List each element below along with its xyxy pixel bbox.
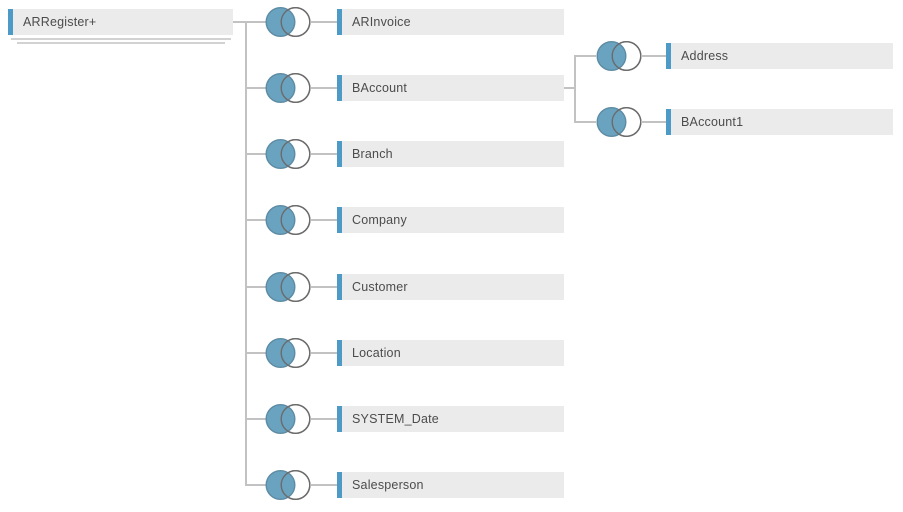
connector-line (641, 121, 667, 123)
connector-line (641, 55, 667, 57)
connector-line (245, 286, 266, 288)
connector-line (574, 55, 576, 123)
join-icon-system-date[interactable] (264, 403, 312, 435)
join-icon-baccount1[interactable] (595, 106, 643, 138)
table-node-label: Location (352, 346, 401, 360)
connector-line (245, 21, 247, 486)
connector-line (245, 153, 266, 155)
connector-line (311, 87, 338, 89)
join-icon-company[interactable] (264, 204, 312, 236)
connector-line (311, 418, 338, 420)
table-node-label: Customer (352, 280, 408, 294)
connector-line (245, 87, 266, 89)
table-node-label: Company (352, 213, 407, 227)
connector-line (564, 87, 576, 89)
connector-line (245, 219, 266, 221)
table-node-customer[interactable]: Customer (337, 274, 564, 300)
table-node-label: BAccount1 (681, 115, 744, 129)
table-node-system-date[interactable]: SYSTEM_Date (337, 406, 564, 432)
join-icon-location[interactable] (264, 337, 312, 369)
connector-line (574, 121, 596, 123)
table-node-label: BAccount (352, 81, 408, 95)
table-node-label: Salesperson (352, 478, 424, 492)
connector-line (233, 21, 266, 23)
table-node-label: ARInvoice (352, 15, 411, 29)
connector-line (574, 55, 596, 57)
join-icon-salesperson[interactable] (264, 469, 312, 501)
connector-line (245, 484, 266, 486)
table-node-baccount[interactable]: BAccount (337, 75, 564, 101)
table-node-label: Address (681, 49, 729, 63)
stacked-sheets-indicator (11, 38, 231, 40)
connector-line (311, 153, 338, 155)
stacked-sheets-indicator (17, 42, 225, 44)
join-icon-baccount[interactable] (264, 72, 312, 104)
connector-line (311, 21, 338, 23)
table-node-label: Branch (352, 147, 393, 161)
table-node-label: ARRegister+ (23, 15, 97, 29)
table-node-company[interactable]: Company (337, 207, 564, 233)
connector-line (311, 286, 338, 288)
table-node-arinvoice[interactable]: ARInvoice (337, 9, 564, 35)
join-icon-arinvoice[interactable] (264, 6, 312, 38)
connector-line (311, 352, 338, 354)
table-node-address[interactable]: Address (666, 43, 893, 69)
connector-line (245, 418, 266, 420)
join-icon-address[interactable] (595, 40, 643, 72)
table-node-baccount1[interactable]: BAccount1 (666, 109, 893, 135)
join-icon-customer[interactable] (264, 271, 312, 303)
table-node-location[interactable]: Location (337, 340, 564, 366)
table-node-arregister[interactable]: ARRegister+ (8, 9, 233, 35)
join-icon-branch[interactable] (264, 138, 312, 170)
connector-line (311, 484, 338, 486)
connector-line (245, 352, 266, 354)
connector-line (311, 219, 338, 221)
table-node-salesperson[interactable]: Salesperson (337, 472, 564, 498)
table-node-branch[interactable]: Branch (337, 141, 564, 167)
table-node-label: SYSTEM_Date (352, 412, 439, 426)
